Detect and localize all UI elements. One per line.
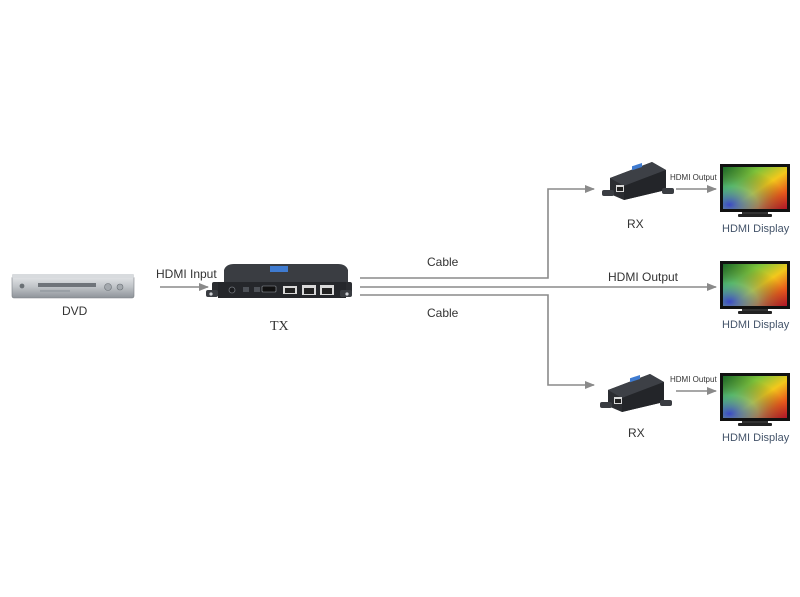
cable-label-bottom: Cable (427, 306, 459, 320)
hdmi-input-label: HDMI Input (156, 267, 217, 281)
dvd-label: DVD (62, 304, 88, 318)
hdmi-output-label-top: HDMI Output (670, 173, 717, 182)
hdmi-extender-receiver-icon (600, 374, 672, 412)
cable-line-bottom (360, 294, 595, 389)
monitor-icon (720, 261, 790, 314)
tx-label: TX (270, 319, 289, 334)
display-label-top: HDMI Display (722, 223, 790, 235)
rx-label-bottom: RX (628, 426, 645, 440)
monitor-icon (720, 373, 790, 426)
display-label-middle: HDMI Display (722, 319, 790, 331)
monitor-icon (720, 164, 790, 217)
rx-label-top: RX (627, 217, 644, 231)
cable-line-top (360, 185, 595, 279)
connection-lines (160, 185, 717, 395)
display-label-bottom: HDMI Display (722, 432, 790, 444)
hdmi-extender-transmitter-icon (206, 264, 352, 298)
dvd-player-icon (11, 274, 135, 299)
cable-label-top: Cable (427, 255, 459, 269)
hdmi-extender-receiver-icon (602, 162, 674, 200)
hdmi-output-label-middle: HDMI Output (608, 270, 679, 284)
hdmi-output-label-bottom: HDMI Output (670, 375, 717, 384)
